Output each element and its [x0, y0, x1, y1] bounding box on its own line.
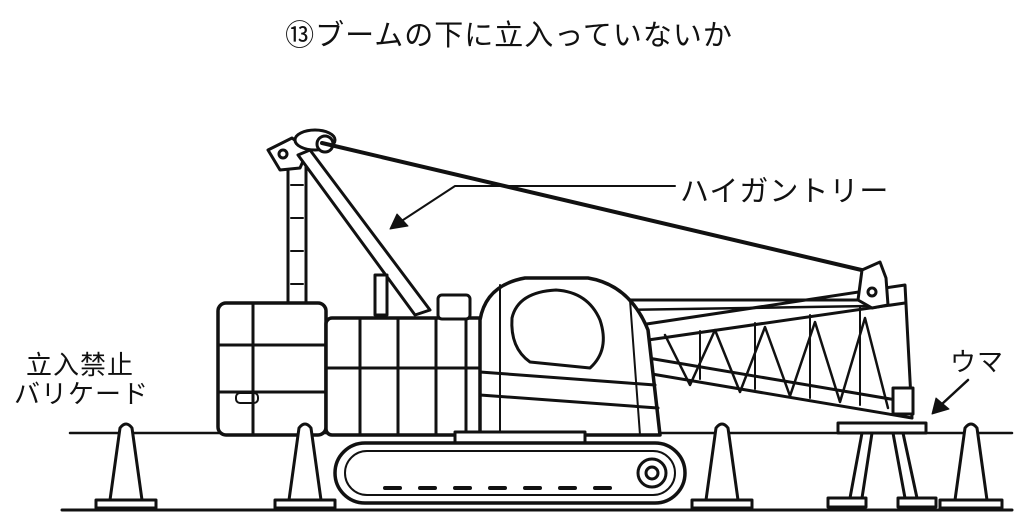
boom-rest-stand — [826, 421, 938, 509]
crawler-track — [333, 430, 687, 505]
barricade-label-line2: バリケード — [14, 380, 150, 410]
barricade-cone-3 — [690, 422, 754, 510]
uma-leader-arrow — [931, 378, 970, 415]
counterweight — [216, 301, 328, 437]
gantry-leader-arrow — [389, 185, 676, 230]
boom — [638, 283, 915, 420]
cab — [478, 276, 662, 437]
barricade-cone-4 — [938, 422, 1004, 510]
machine-house — [324, 293, 493, 437]
barricade-cone-1 — [94, 422, 158, 510]
barricade-cone-2 — [273, 422, 337, 510]
barricade-label-line1: 立入禁止 — [26, 351, 135, 381]
diagram-title: ⑬ブームの下に立入っていないか — [285, 18, 733, 52]
high-gantry-label: ハイガントリー — [680, 174, 890, 208]
outrigger-stand-label: ウマ — [950, 348, 1005, 378]
